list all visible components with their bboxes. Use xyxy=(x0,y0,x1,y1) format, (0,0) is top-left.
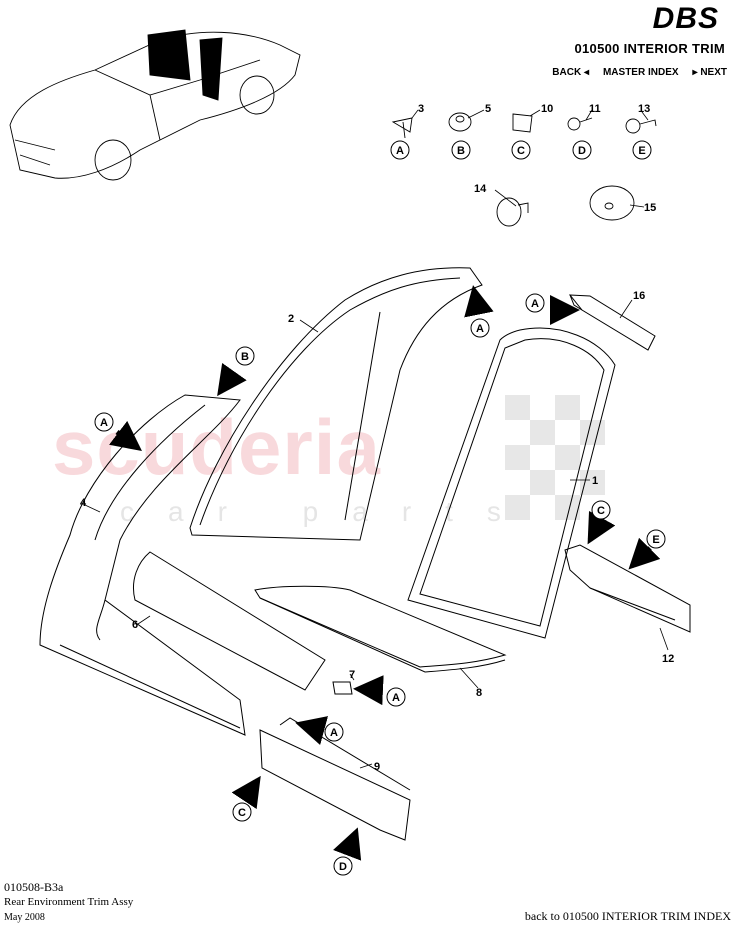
diagram-code: 010508-B3a xyxy=(4,880,64,894)
key-letter-b: B xyxy=(457,145,465,157)
callout-12: 12 xyxy=(662,653,674,665)
part-16-bracket xyxy=(568,294,656,351)
next-link[interactable]: ▸ NEXT xyxy=(692,67,727,78)
diagram-date: May 2008 xyxy=(4,912,45,923)
master-index-link[interactable]: MASTER INDEX xyxy=(602,67,679,78)
part-12-rail xyxy=(564,544,691,633)
part-4-side-trim xyxy=(39,394,246,736)
callout-4: 4 xyxy=(80,497,87,509)
callout-6: 6 xyxy=(132,619,138,631)
part-6-panel xyxy=(133,551,326,691)
callout-8: 8 xyxy=(476,687,482,699)
svg-text:A: A xyxy=(476,323,484,335)
svg-text:A: A xyxy=(531,298,539,310)
key-letter-a: A xyxy=(396,145,404,157)
svg-text:B: B xyxy=(241,351,249,363)
part-7-clip xyxy=(332,681,353,695)
diagram-name: Rear Environment Trim Assy xyxy=(4,896,134,908)
svg-text:A: A xyxy=(330,727,338,739)
svg-text:E: E xyxy=(652,534,659,546)
callout-3: 3 xyxy=(418,103,424,115)
svg-text:C: C xyxy=(238,807,246,819)
callout-14: 14 xyxy=(474,183,487,195)
callout-11: 11 xyxy=(589,103,601,115)
svg-text:A: A xyxy=(392,692,400,704)
callout-10: 10 xyxy=(541,103,553,115)
part-8-shelf xyxy=(254,585,507,673)
svg-text:D: D xyxy=(339,861,347,873)
fastener-letter-circles: A B C D E xyxy=(390,140,652,160)
svg-text:C: C xyxy=(597,505,605,517)
nav-bar: BACK ◂ MASTER INDEX ▸ NEXT xyxy=(552,67,727,78)
part-1-window-trim xyxy=(407,327,616,639)
callout-9: 9 xyxy=(374,761,380,773)
back-link[interactable]: BACK ◂ xyxy=(552,67,589,78)
car-thumbnail xyxy=(9,29,301,181)
key-letter-e: E xyxy=(638,145,645,157)
part-callouts: 1 2 4 6 7 8 9 12 16 xyxy=(80,290,674,773)
callout-2: 2 xyxy=(288,313,294,325)
fixing-arrows xyxy=(109,285,661,861)
callout-1: 1 xyxy=(592,475,598,487)
fastener-part-numbers: 3 5 10 11 13 14 15 xyxy=(418,103,656,214)
callout-5: 5 xyxy=(485,103,491,115)
callout-15: 15 xyxy=(644,202,656,214)
callout-13: 13 xyxy=(638,103,650,115)
fixing-reference-circles: A A B A A A C D C E xyxy=(94,293,666,876)
svg-text:A: A xyxy=(100,417,108,429)
callout-7: 7 xyxy=(349,669,355,681)
callout-16: 16 xyxy=(633,290,645,302)
brand-logo: DBS xyxy=(652,2,719,35)
key-letter-c: C xyxy=(517,145,525,157)
back-to-index-link[interactable]: back to 010500 INTERIOR TRIM INDEX xyxy=(524,909,731,923)
part-9-rail xyxy=(259,717,411,841)
section-title: 010500 INTERIOR TRIM xyxy=(574,41,725,56)
watermark-sub: car parts xyxy=(120,496,535,527)
part-2-pillar-trim xyxy=(189,267,483,541)
fastener-icons xyxy=(391,112,657,227)
key-letter-d: D xyxy=(578,145,586,157)
watermark-flag xyxy=(505,395,605,520)
leader-lines xyxy=(84,109,669,769)
